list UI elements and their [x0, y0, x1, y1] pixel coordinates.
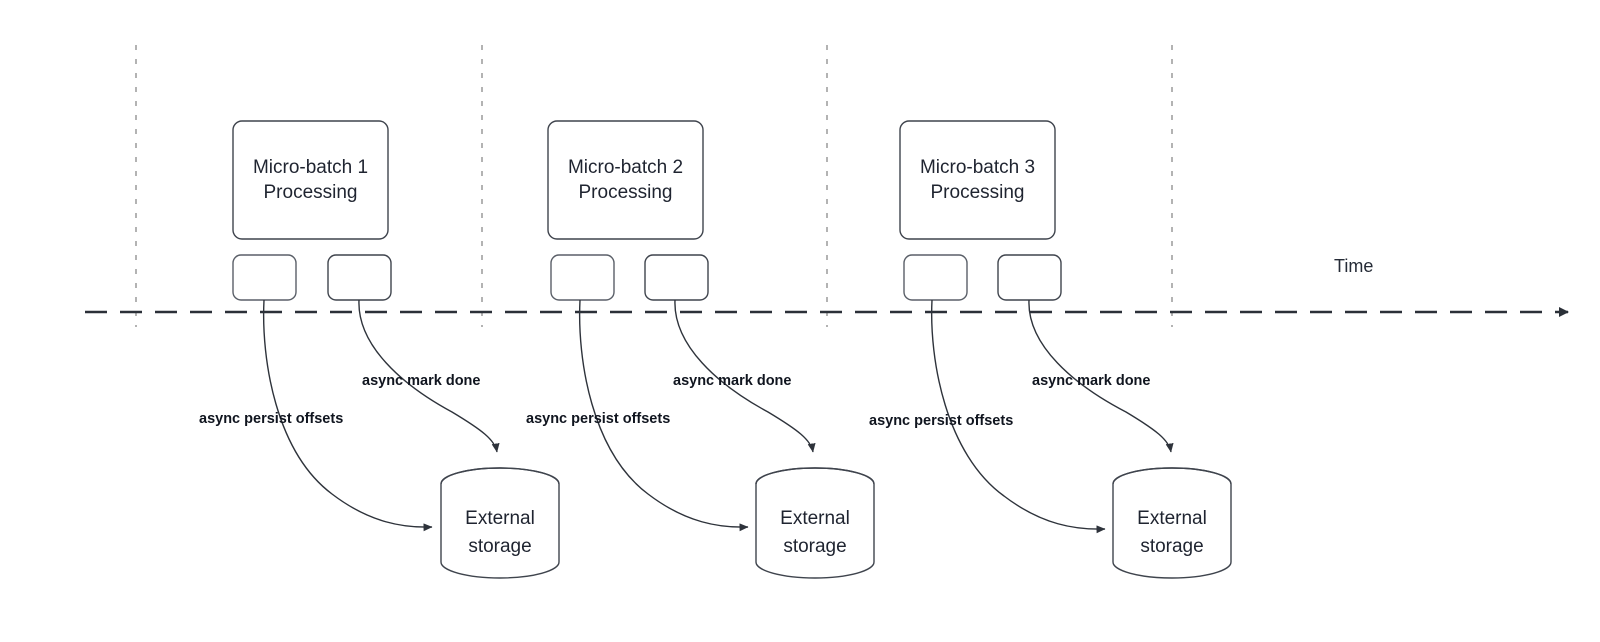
storage-cylinder-top-3 — [1112, 467, 1232, 485]
edge-label-mark-done-1: async mark done — [362, 373, 481, 389]
markdone-task-box-3[interactable] — [997, 254, 1062, 301]
edge-label-mark-done-2: async mark done — [673, 373, 792, 389]
edge-mark-done-3 — [1028, 299, 1174, 453]
persist-task-box-2[interactable] — [550, 254, 615, 301]
process-box-1[interactable] — [232, 120, 389, 240]
process-box-3[interactable] — [899, 120, 1056, 240]
group-micro-batch-3 — [899, 120, 1232, 579]
edge-label-persist-offsets-2: async persist offsets — [526, 411, 671, 427]
group-micro-batch-2 — [547, 120, 875, 579]
storage-cylinder-top-2 — [755, 467, 875, 485]
process-box-2[interactable] — [547, 120, 704, 240]
storage-label-2: External storage — [780, 508, 850, 557]
edge-label-persist-offsets-1: async persist offsets — [199, 411, 344, 427]
group-micro-batch-1 — [232, 120, 560, 579]
edge-persist-offsets-3 — [930, 299, 1106, 534]
edge-mark-done-2 — [674, 299, 816, 453]
edge-persist-offsets-2 — [578, 299, 749, 532]
separator-lines — [135, 45, 1173, 327]
timeline-label: Time — [1334, 256, 1374, 276]
storage-label-1: External storage — [465, 508, 535, 557]
edge-persist-offsets-1 — [262, 299, 433, 532]
edge-label-persist-offsets-3: async persist offsets — [869, 413, 1014, 429]
storage-cylinder-top-1 — [440, 467, 560, 485]
persist-task-box-3[interactable] — [903, 254, 968, 301]
markdone-task-box-1[interactable] — [327, 254, 392, 301]
edge-label-mark-done-3: async mark done — [1032, 373, 1151, 389]
persist-task-box-1[interactable] — [232, 254, 297, 301]
storage-label-3: External storage — [1137, 508, 1207, 557]
edge-mark-done-1 — [358, 299, 500, 453]
markdone-task-box-2[interactable] — [644, 254, 709, 301]
